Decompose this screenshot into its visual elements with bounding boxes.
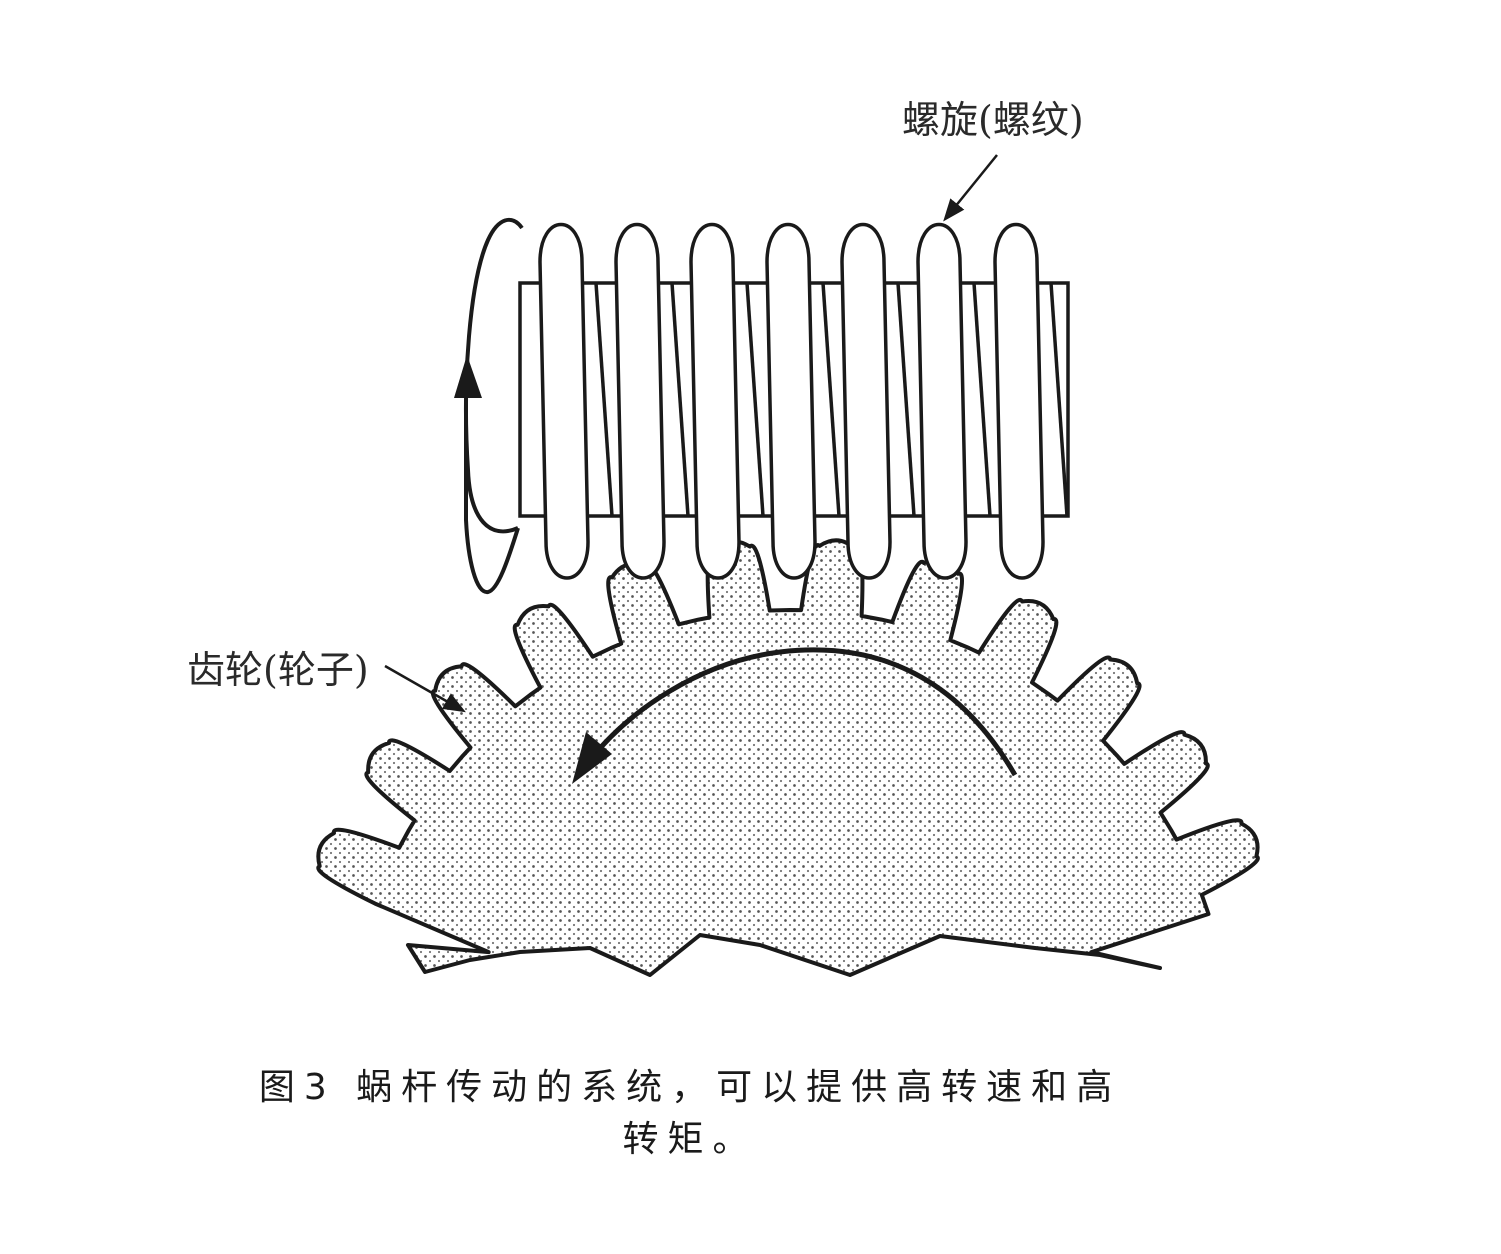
gear-rotation-arrowhead: [572, 732, 612, 784]
worm-thread-5: [840, 222, 892, 580]
worm-helix-line-6: [972, 282, 992, 517]
worm-rotation-arrow-tail: [464, 400, 520, 594]
gear-leader-line: [384, 664, 466, 713]
worm-thread-2: [614, 222, 666, 580]
gear-body: [316, 538, 1260, 977]
worm-label: 螺旋(螺纹): [902, 98, 1084, 142]
worm-thread-7: [993, 222, 1045, 580]
worm-helix-line-5: [896, 282, 916, 517]
worm-helix-line-3: [745, 282, 765, 517]
gear-label: 齿轮(轮子): [187, 648, 369, 692]
gear-wheel: [316, 538, 1260, 977]
worm-rotation-arrow: [464, 217, 524, 534]
worm-screw: [518, 222, 1070, 580]
caption-line-2: 转矩。: [622, 1119, 758, 1160]
worm-helix-line-1: [594, 282, 614, 517]
worm-rotation-arrowhead: [454, 355, 482, 398]
worm-leader-line: [943, 154, 998, 222]
worm-helix-line-2: [670, 282, 690, 517]
worm-helix-line-4: [821, 282, 841, 517]
gear-rotation-arrow: [588, 647, 1018, 777]
worm-thread-4: [765, 222, 817, 580]
worm-gear-diagram: 螺旋(螺纹) 齿轮(轮子): [187, 98, 1260, 977]
worm-thread-1: [538, 222, 590, 580]
caption-line-1: 图3 蜗杆传动的系统，可以提供高转速和高: [258, 1067, 1122, 1108]
figure-caption: 图3 蜗杆传动的系统，可以提供高转速和高 转矩。: [150, 1062, 1230, 1166]
worm-thread-3: [689, 222, 741, 580]
worm-thread-6: [916, 222, 968, 580]
worm-helix-line-7: [1049, 282, 1069, 517]
